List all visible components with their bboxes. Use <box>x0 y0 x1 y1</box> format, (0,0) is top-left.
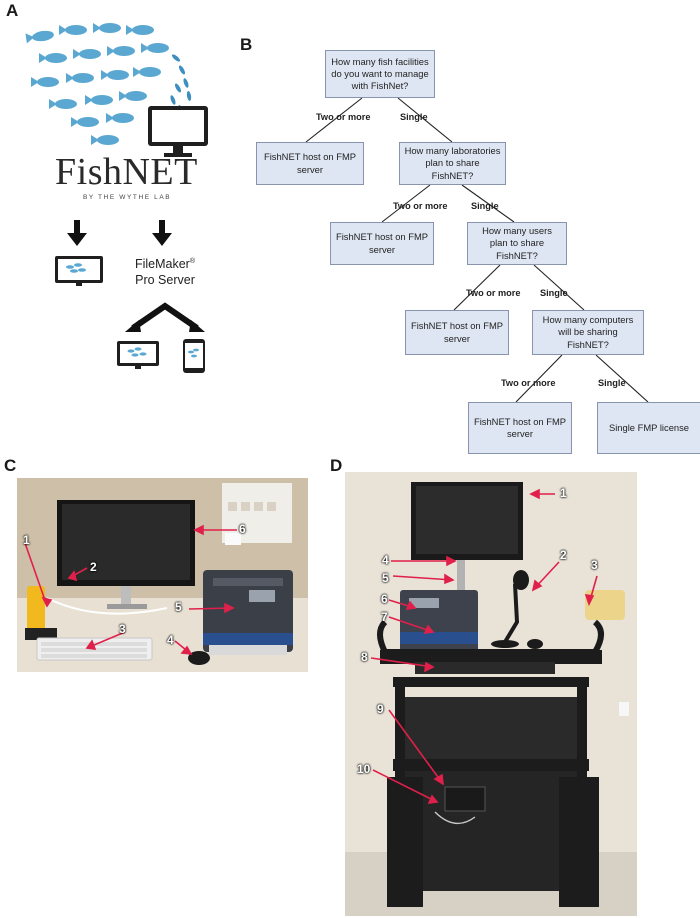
workstation-illustration <box>17 478 308 672</box>
photo-d-label-9: 9 <box>377 702 384 716</box>
photo-c-label-3: 3 <box>119 622 126 636</box>
fishnet-logo-wordmark: FishNET <box>55 151 198 193</box>
question-facilities-node: How many fish facilities do you want to … <box>325 50 435 98</box>
photo-d-label-2: 2 <box>560 548 567 562</box>
photo-d-label-6: 6 <box>381 592 388 606</box>
tablet-icon <box>183 339 205 373</box>
question-computers-node: How many computers will be sharing FishN… <box>532 310 644 355</box>
panel-label-c: C <box>4 456 17 475</box>
edge-label-single-4: Single <box>598 378 626 388</box>
photo-c-label-6: 6 <box>239 522 246 536</box>
filemaker-server-label: FileMaker® Pro Server <box>120 256 210 289</box>
photo-d-label-4: 4 <box>382 553 389 567</box>
question-users-node: How many users plan to share FishNET? <box>467 222 567 265</box>
photo-d-label-1: 1 <box>560 486 567 500</box>
arrow-down-icon-right <box>152 220 172 246</box>
desktop-computer-icon <box>55 256 103 286</box>
photo-c-label-5: 5 <box>175 600 182 614</box>
edge-label-single-2: Single <box>471 201 499 211</box>
edge-label-two-or-more-4: Two or more <box>501 378 556 388</box>
mobile-cart-photo: 1 2 3 4 5 6 7 8 9 10 <box>345 472 637 916</box>
edge-label-two-or-more-1: Two or more <box>316 112 371 122</box>
host-node-4: FishNET host on FMP server <box>468 402 572 454</box>
panel-label-b: B <box>240 35 253 54</box>
edge-label-two-or-more-3: Two or more <box>466 288 521 298</box>
wythe-lab-byline: BY THE WYTHE LAB <box>83 194 172 201</box>
arrow-down-icon-left <box>67 220 87 246</box>
mobile-cart-illustration <box>345 472 637 916</box>
host-node-2: FishNET host on FMP server <box>330 222 434 265</box>
host-node-1: FishNET host on FMP server <box>256 142 364 185</box>
panel-label-a: A <box>6 1 19 20</box>
single-license-node: Single FMP license <box>597 402 700 454</box>
photo-d-label-3: 3 <box>591 558 598 572</box>
question-laboratories-node: How many laboratories plan to share Fish… <box>399 142 506 185</box>
panel-label-d: D <box>330 456 343 475</box>
pro-server-label: Pro Server <box>135 273 195 288</box>
edge-label-single-3: Single <box>540 288 568 298</box>
photo-d-label-5: 5 <box>382 571 389 585</box>
photo-d-label-8: 8 <box>361 650 368 664</box>
photo-c-label-4: 4 <box>167 633 174 647</box>
photo-d-label-7: 7 <box>381 610 388 624</box>
host-node-3: FishNET host on FMP server <box>405 310 509 355</box>
fish-school-illustration <box>25 23 208 157</box>
workstation-photo: 1 2 3 4 5 6 <box>17 478 308 672</box>
photo-c-label-1: 1 <box>23 533 30 547</box>
registered-mark: ® <box>189 257 196 265</box>
photo-c-label-2: 2 <box>90 560 97 574</box>
laptop-monitor-icon <box>117 341 159 369</box>
edge-label-single-1: Single <box>400 112 428 122</box>
filemaker-label: FileMaker <box>134 257 190 271</box>
edge-label-two-or-more-2: Two or more <box>393 201 448 211</box>
split-arrow-icon <box>125 302 205 332</box>
flowchart-connectors <box>305 97 649 403</box>
monitor-icon <box>148 106 208 157</box>
photo-d-label-10: 10 <box>357 762 371 776</box>
